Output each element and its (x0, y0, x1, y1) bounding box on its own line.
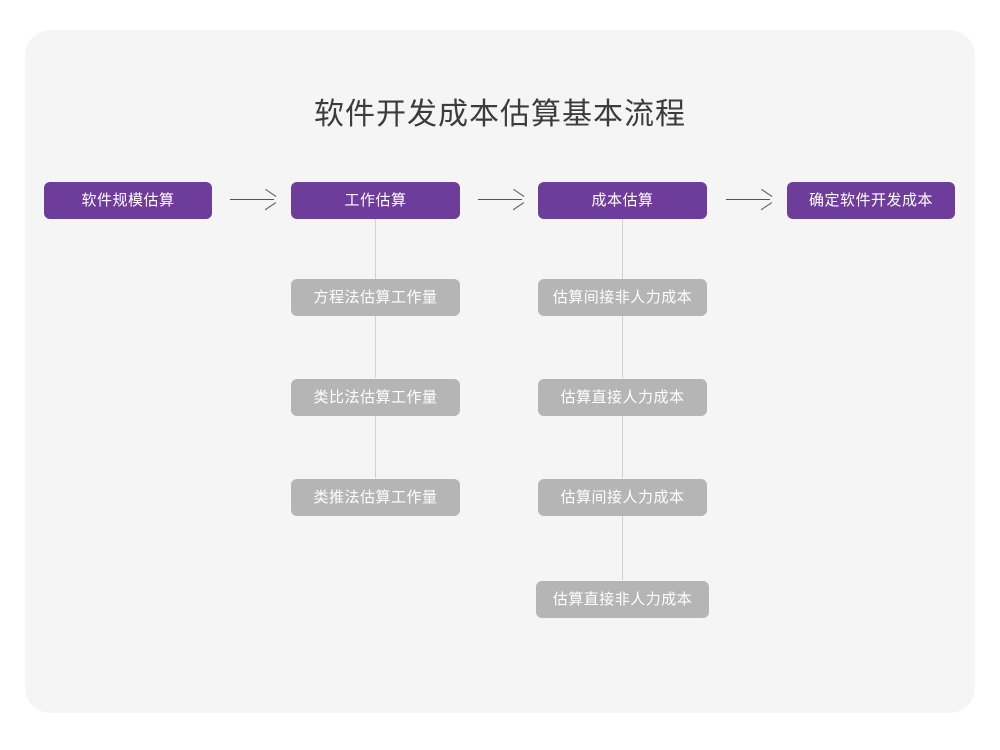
connector-cost-2 (622, 316, 624, 378)
connector-cost-1 (622, 219, 624, 279)
substep-node-equation-method-workload[interactable]: 方程法估算工作量 (291, 279, 460, 316)
stage-node-determine-software-development-cost[interactable]: 确定软件开发成本 (787, 182, 955, 219)
arrow-stage1-to-stage2 (230, 190, 274, 210)
stage-node-cost-estimation[interactable]: 成本估算 (538, 182, 707, 219)
substep-node-indirect-labor-cost[interactable]: 估算间接人力成本 (538, 479, 707, 516)
arrow-head-icon (511, 193, 522, 206)
substep-node-indirect-nonlabor-cost[interactable]: 估算间接非人力成本 (538, 279, 707, 316)
arrow-shaft (726, 199, 770, 201)
substep-node-direct-labor-cost[interactable]: 估算直接人力成本 (538, 379, 707, 416)
page-title: 软件开发成本估算基本流程 (314, 98, 686, 131)
diagram-card-background (25, 30, 975, 713)
substep-node-direct-nonlabor-cost[interactable]: 估算直接非人力成本 (536, 581, 709, 618)
connector-work-3 (375, 416, 377, 478)
arrow-shaft (230, 199, 274, 201)
arrow-stage2-to-stage3 (478, 190, 522, 210)
arrow-stage3-to-stage4 (726, 190, 770, 210)
connector-work-1 (375, 219, 377, 279)
substep-node-inference-method-workload[interactable]: 类推法估算工作量 (291, 479, 460, 516)
connector-work-2 (375, 316, 377, 378)
connector-cost-3 (622, 416, 624, 478)
connector-cost-4 (622, 516, 624, 580)
stage-node-software-scale-estimation[interactable]: 软件规模估算 (44, 182, 212, 219)
arrow-head-icon (263, 193, 274, 206)
arrow-shaft (478, 199, 522, 201)
stage-node-work-estimation[interactable]: 工作估算 (291, 182, 460, 219)
substep-node-analogy-method-workload[interactable]: 类比法估算工作量 (291, 379, 460, 416)
arrow-head-icon (759, 193, 770, 206)
